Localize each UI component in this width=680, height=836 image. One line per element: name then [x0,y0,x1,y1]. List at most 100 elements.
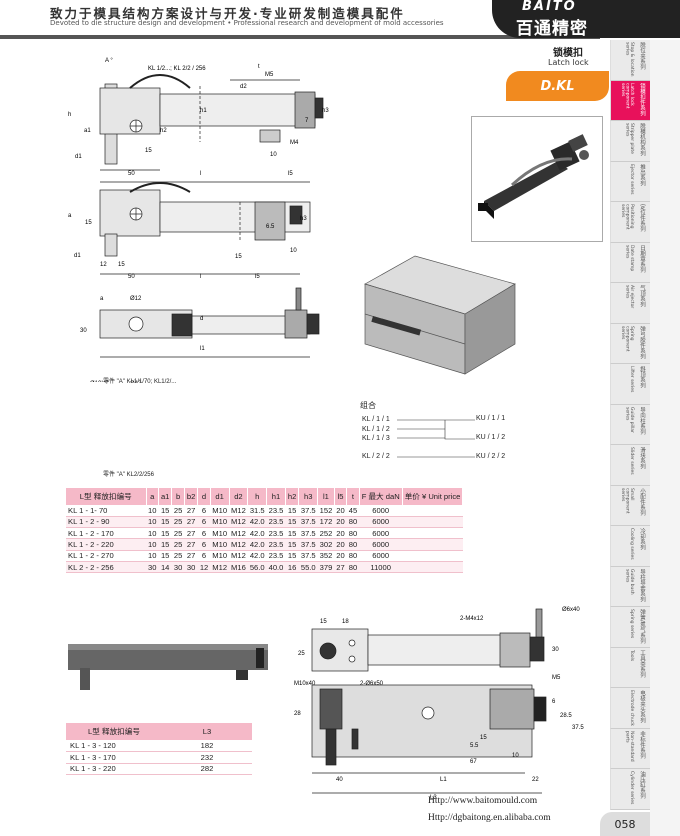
combo-right-item: KU / 1 / 1 [476,415,506,422]
table-cell: 37.5 [298,538,318,551]
svg-text:h2: h2 [160,128,167,134]
table-cell: 37.5 [298,505,318,517]
table-cell: 80 [346,550,360,562]
table-cell: 25 [171,516,185,529]
table-cell: 27 [184,550,198,562]
kl-note: KL 1/2...; KL 2/2 / 256 [148,66,206,72]
table-cell: M12 [229,550,248,562]
svg-text:15: 15 [480,735,487,741]
table-cell: 80 [346,527,360,540]
table-cell: 30 [146,561,159,574]
part-a-note-2: 零件 "A" KL2/2/256 [103,472,154,478]
table-cell: 80 [346,561,360,574]
table-cell: 302 [317,538,335,551]
spec-header-cell: a1 [158,488,173,505]
sidebar-item-label-cn: 油压缸系列 [639,771,645,799]
table-cell: 25 [171,538,185,551]
table-cell: 152 [317,505,335,517]
svg-text:d2: d2 [240,84,247,90]
sidebar-item-label-en: Slider series [629,447,634,475]
footer-url-1[interactable]: Http://www.baitomould.com [428,796,538,806]
combo-left-item: KL / 1 / 2 [362,425,390,433]
table-cell: 6 [197,516,211,529]
sidebar-item-label-cn: 电极夹头系列 [639,690,645,723]
spec-header-cell: b [171,488,185,505]
table-cell: 15 [285,538,299,551]
sidebar-item-label-en: Air ejector series [624,285,635,309]
table-cell: 42.0 [247,538,267,551]
table-cell: 15 [285,527,299,540]
spec-header-cell: d1 [210,488,230,505]
svg-text:h1: h1 [200,108,207,114]
sidebar-item-label-en: Guide pillar series [624,406,635,433]
spec-header-cell: h3 [298,488,319,505]
ref-a-label: A ° [105,58,113,64]
table-cell: 27 [184,527,198,540]
table-cell: M10 [210,550,230,562]
header-rule [0,35,600,39]
table-cell: M10 [210,538,230,551]
table-cell: 80 [346,538,360,551]
table-cell: 55.0 [298,561,318,574]
table-cell: 23.5 [266,527,286,540]
table-cell: KL 1 - 1- 70 [66,505,146,517]
brand-name-cn: 百通精密 [516,19,588,39]
sidebar-item-label-cn: 导柱导套系列 [639,568,645,602]
table-cell: 379 [317,561,335,574]
svg-text:a: a [100,296,104,302]
sidebar-item-label-en: Electrode chuck [629,690,634,726]
table-cell: 15 [285,516,299,529]
sidebar-item-label-en: Lifter series [629,366,634,393]
svg-text:a1: a1 [84,128,91,134]
table-cell: 25 [171,505,185,517]
table-cell: M10 [210,516,230,529]
sidebar-item-label-en: Tools [629,649,634,661]
table-cell: 30 [184,561,198,574]
table-cell: 27 [184,538,198,551]
table-cell: 6 [197,550,211,562]
sidebar-item-label-cn: 弹弓胶件系列 [639,325,645,359]
table-cell [402,538,463,551]
sidebar-item[interactable]: 电极夹头系列 Electrode chuck [610,688,650,729]
long-latch-photo [68,644,268,690]
table-cell: 27 [184,505,198,517]
svg-text:l: l [200,171,201,177]
table-cell: 11000 [359,561,403,574]
footer-url-2[interactable]: Http://dgbaitong.en.alibaba.com [428,813,551,823]
table-cell: 182 [162,740,252,752]
svg-text:15: 15 [320,619,327,625]
svg-text:L3: L3 [430,795,437,800]
svg-text:18: 18 [342,619,349,625]
sidebar-item-label-en: Stop & location series [624,42,635,77]
spec-header-cell: F 最大 daN [359,488,403,505]
svg-text:l5: l5 [288,171,293,177]
table-cell: 10 [146,516,159,529]
table-cell: KL 1 - 2 - 220 [66,538,146,551]
product-title-cn: 锁模扣 [553,48,583,59]
svg-text:l5: l5 [255,274,260,280]
page-number: 058 [600,812,650,836]
sidebar-item-label-en: Spring series [629,609,634,639]
